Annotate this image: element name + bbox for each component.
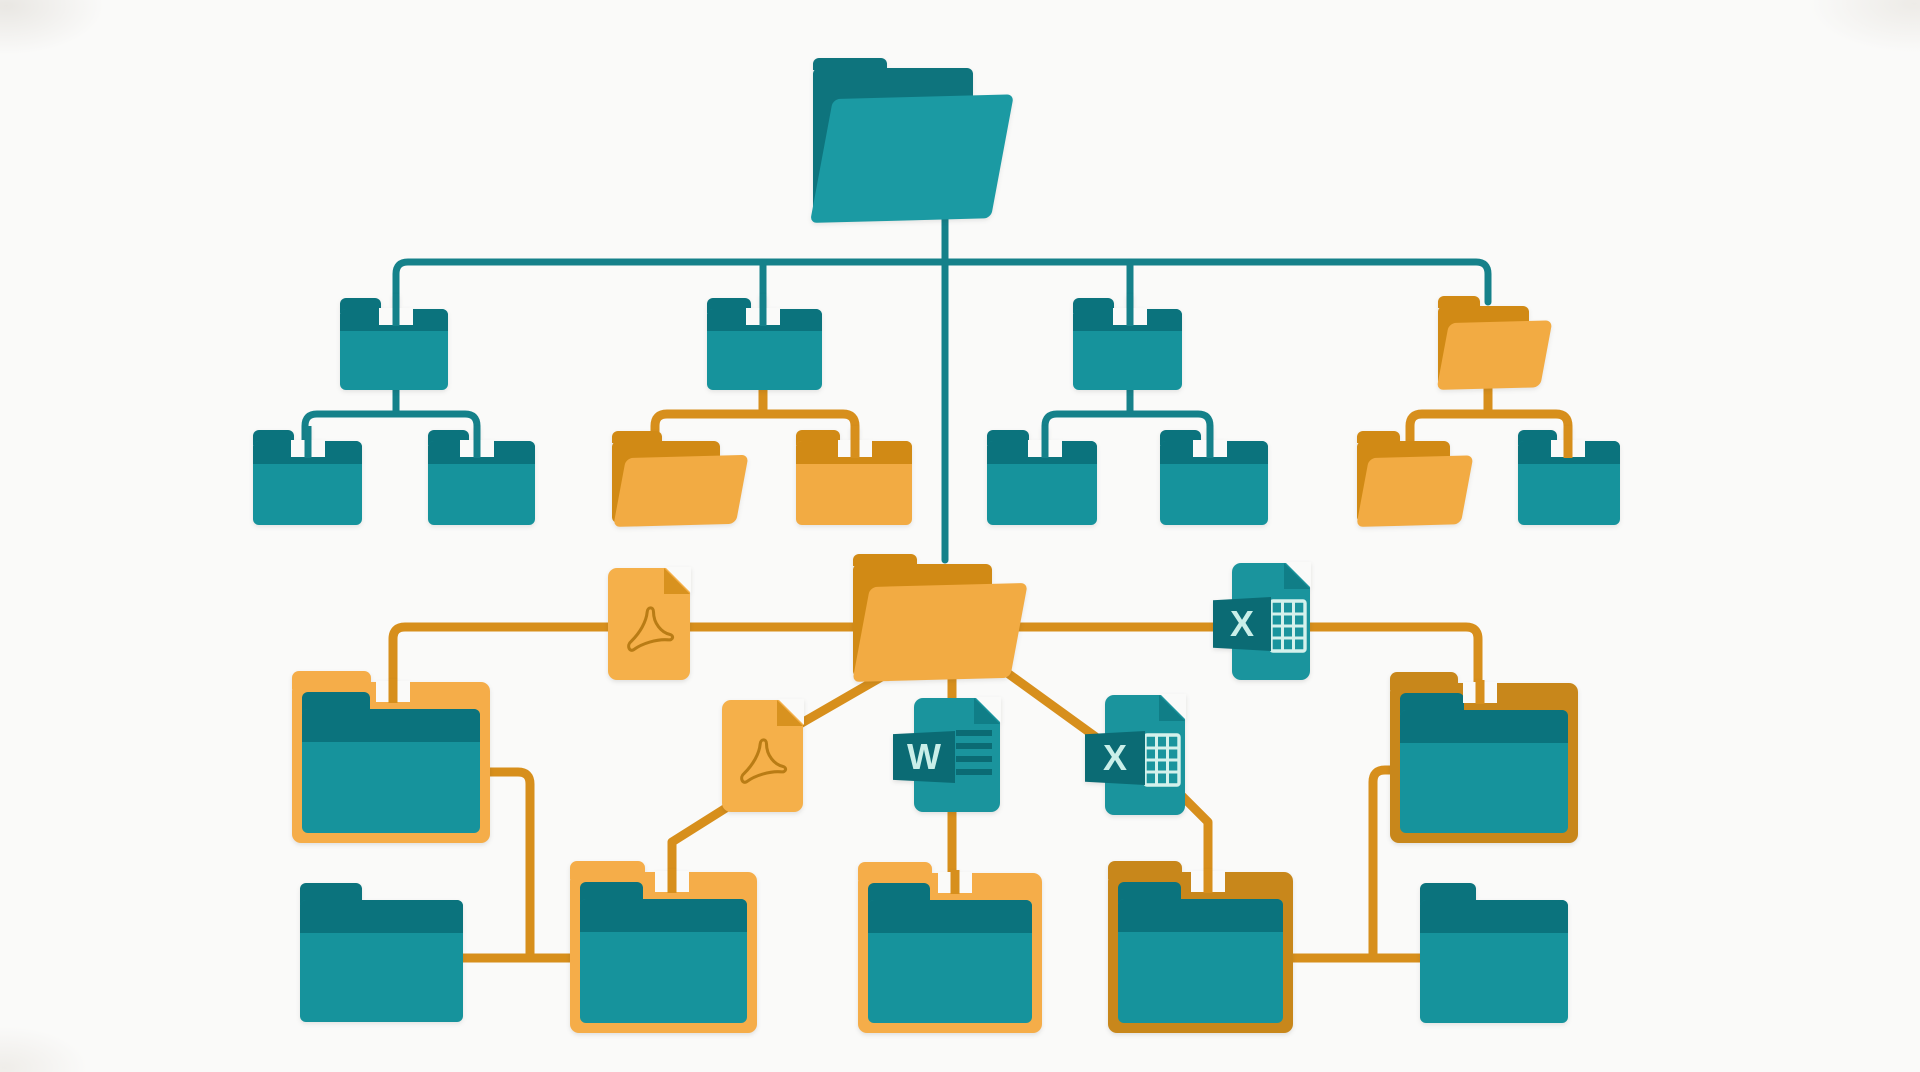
word-letter: W (907, 736, 941, 777)
spreadsheet-grid-icon (1143, 733, 1181, 787)
acrobat-swirl-icon (627, 606, 675, 652)
pdf-file-icon-1 (608, 567, 691, 680)
folder-branch-4 (1436, 296, 1553, 390)
folder-branch-2 (707, 294, 822, 390)
connector-excel2-to-store4 (1171, 785, 1213, 885)
connector-hub-diagonal-left (788, 667, 895, 733)
connector-branch-4-bar (1405, 409, 1573, 447)
connector-branch-2-bar (650, 409, 860, 447)
spreadsheet-grid-icon (1269, 599, 1307, 653)
excel-file-icon-1: X (1213, 562, 1311, 680)
excel-letter: X (1229, 603, 1254, 644)
folder-branch-1 (340, 294, 448, 390)
excel-letter: X (1102, 737, 1127, 778)
folder-archive-right (1390, 672, 1578, 843)
folder-store-2 (570, 861, 757, 1033)
acrobat-swirl-icon (740, 738, 788, 784)
folder-branch-3 (1073, 294, 1182, 390)
connector-pdf2-to-store2 (667, 791, 750, 885)
folder-branch-1-child-1 (253, 426, 362, 525)
folder-store-4 (1108, 861, 1293, 1033)
folder-branch-2-child-2 (796, 426, 912, 525)
folder-archive-left (292, 671, 490, 843)
connector-branch-3-bar (1041, 410, 1214, 446)
folder-store-3 (858, 862, 1042, 1033)
folder-branch-3-child-2 (1160, 426, 1268, 525)
folder-root-front (809, 94, 1014, 223)
pdf-file-icon-2 (722, 699, 804, 812)
connector-branch-1-bar (301, 410, 481, 446)
folder-store-5 (1420, 883, 1568, 1023)
folder-root (809, 53, 1014, 223)
folder-store-1 (300, 883, 463, 1022)
connector-archive-right-riser (1368, 765, 1397, 963)
text-lines-icon (956, 730, 992, 780)
folder-branch-4-child-1 (1355, 430, 1474, 527)
connector-hub-diagonal-right (1001, 667, 1105, 745)
folder-branch-1-child-2 (428, 426, 535, 525)
excel-file-icon-2: X (1085, 694, 1186, 815)
word-file-icon: W (893, 697, 1001, 812)
folder-branch-2-child-1 (612, 430, 748, 527)
folder-hub (852, 552, 1028, 682)
folder-branch-3-child-1 (987, 426, 1097, 525)
folder-branch-4-child-2 (1518, 426, 1620, 525)
connector-archive-left-riser (483, 767, 535, 963)
